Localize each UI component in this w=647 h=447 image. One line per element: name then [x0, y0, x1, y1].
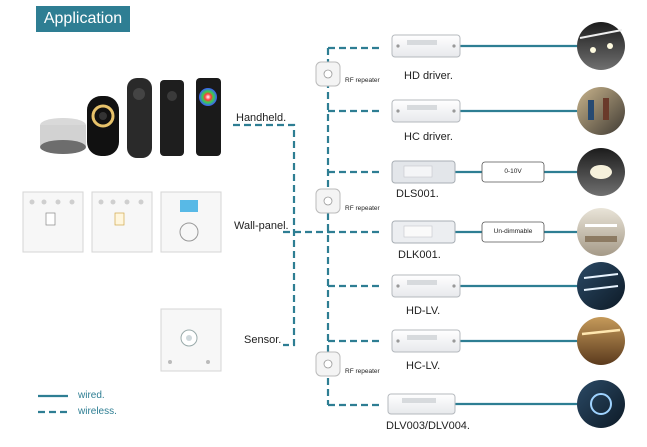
label-dlk001: DLK001.	[398, 249, 441, 261]
smart-speaker-image	[40, 118, 86, 154]
driver-dls001-image	[391, 160, 456, 184]
label-undimmable: Un-dimmable	[493, 228, 533, 235]
fixture-photo-4	[577, 208, 625, 256]
label-handheld: Handheld.	[236, 112, 287, 124]
legend-wired-label: wired.	[78, 390, 105, 401]
fixture-photo-7	[577, 380, 625, 428]
wired-links	[455, 44, 590, 406]
fixture-photo-2	[577, 87, 625, 135]
output-0-10v-box	[481, 161, 545, 183]
remote-1-image	[127, 78, 152, 158]
page-title: Application	[36, 6, 130, 32]
driver-hc-image	[391, 99, 461, 123]
remote-2-image	[160, 80, 184, 156]
label-dlv003-dlv004: DLV003/DLV004.	[386, 420, 470, 432]
driver-hd-image	[391, 34, 461, 58]
wall-panel-2-image	[91, 191, 153, 253]
label-wall-panel: Wall-panel.	[234, 220, 289, 232]
driver-dlv-image	[387, 393, 456, 415]
driver-hc-lv-image	[391, 329, 461, 353]
fixture-photo-3	[577, 148, 625, 196]
wall-panel-3-image	[160, 191, 222, 253]
fixture-photo-6	[577, 317, 625, 365]
label-hc-lv: HC-LV.	[406, 360, 441, 372]
label-hc-driver: HC driver.	[404, 131, 453, 143]
driver-dlk001-image	[391, 220, 456, 244]
label-hd-driver: HD driver.	[404, 70, 453, 82]
output-undimmable-box	[481, 221, 545, 243]
wall-panel-1-image	[22, 191, 84, 253]
driver-hd-lv-image	[391, 274, 461, 298]
legend-wireless-label: wireless.	[78, 406, 117, 417]
label-hd-lv: HD-LV.	[406, 305, 441, 317]
label-rf-repeater-3: RF repeater	[345, 368, 380, 375]
label-0-10v: 0-10V	[504, 168, 522, 175]
rf-repeater-3	[315, 351, 341, 377]
rf-repeater-1	[315, 61, 341, 87]
rf-repeater-2	[315, 188, 341, 214]
remote-rgb-image	[196, 78, 221, 156]
round-remote-image	[87, 96, 119, 156]
wireless-links	[233, 46, 380, 407]
fixture-photo-5	[577, 262, 625, 310]
label-dls001: DLS001.	[396, 188, 439, 200]
label-rf-repeater-1: RF repeater	[345, 77, 380, 84]
sensor-image	[160, 308, 222, 372]
label-rf-repeater-2: RF repeater	[345, 205, 380, 212]
label-sensor: Sensor.	[244, 334, 282, 346]
fixture-photo-1	[577, 22, 625, 70]
